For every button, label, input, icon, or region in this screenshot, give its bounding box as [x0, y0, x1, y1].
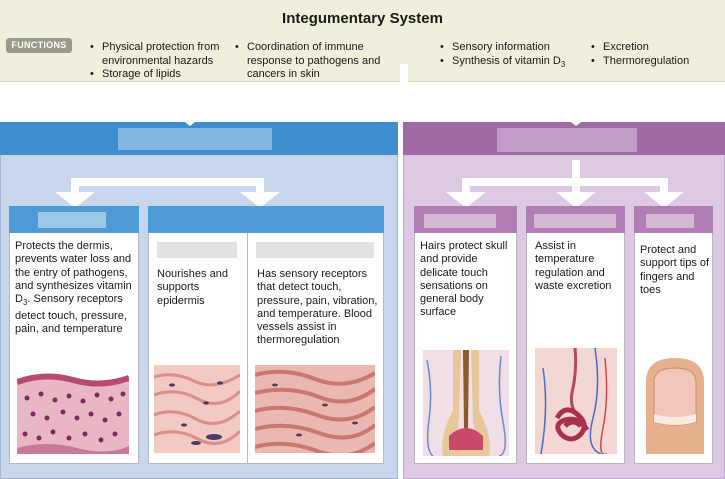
function-item: Sensory information [440, 41, 590, 55]
hidden-label [38, 212, 106, 228]
epidermis-description: Protects the dermis, prevents water loss… [15, 240, 137, 336]
function-item: Coordination of immune response to patho… [235, 41, 385, 82]
functions-column-1: Physical protection from environmental h… [90, 41, 230, 82]
epidermis-card-header [9, 206, 139, 233]
hair-description: Hairs protect skull and provide delicate… [420, 240, 508, 319]
hidden-label [118, 128, 272, 150]
function-item: Synthesis of vitamin D3 [440, 55, 590, 72]
fingernail-illustration [638, 352, 712, 454]
nails-card-header [634, 206, 713, 233]
function-item-text: Synthesis of vitamin D [452, 54, 561, 67]
functions-column-4: Excretion Thermoregulation [591, 41, 711, 68]
subscript: 3 [560, 59, 566, 69]
papillary-micrograph [154, 365, 240, 453]
sweat-gland-illustration [535, 348, 617, 454]
hair-card-header [414, 206, 517, 233]
description-text: . Sensory receptors detect touch, pressu… [15, 293, 127, 335]
accessory-structures-header [403, 122, 725, 155]
hidden-label [424, 214, 496, 228]
subscript: 3 [22, 298, 28, 308]
epidermis-micrograph [17, 368, 129, 454]
function-item: Thermoregulation [591, 55, 711, 69]
reticular-description: Has sensory receptors that detect touch,… [257, 268, 378, 347]
hair-follicle-illustration [423, 350, 509, 456]
hidden-label [646, 214, 694, 228]
diagram-title: Integumentary System [282, 10, 443, 27]
nails-description: Protect and support tips of fingers and … [640, 244, 710, 296]
hidden-label [256, 242, 374, 258]
glands-description: Assist in temperature regulation and was… [535, 240, 612, 292]
reticular-micrograph [255, 365, 375, 453]
description-text: Protects the dermis, prevents water loss… [15, 240, 132, 306]
function-item: Storage of lipids [90, 68, 230, 82]
glands-card-header [526, 206, 625, 233]
functions-column-2: Coordination of immune response to patho… [235, 41, 385, 82]
cutaneous-membrane-header [0, 122, 398, 155]
divider [247, 233, 248, 464]
functions-badge: FUNCTIONS [6, 38, 72, 53]
hidden-label [534, 214, 616, 228]
functions-column-3: Sensory information Synthesis of vitamin… [440, 41, 590, 71]
hidden-label [497, 128, 637, 152]
hidden-label [157, 242, 237, 258]
function-item: Physical protection from environmental h… [90, 41, 230, 68]
dermis-card-header [148, 206, 384, 233]
papillary-description: Nourishes and supports epidermis [157, 268, 228, 307]
function-item: Excretion [591, 41, 711, 55]
